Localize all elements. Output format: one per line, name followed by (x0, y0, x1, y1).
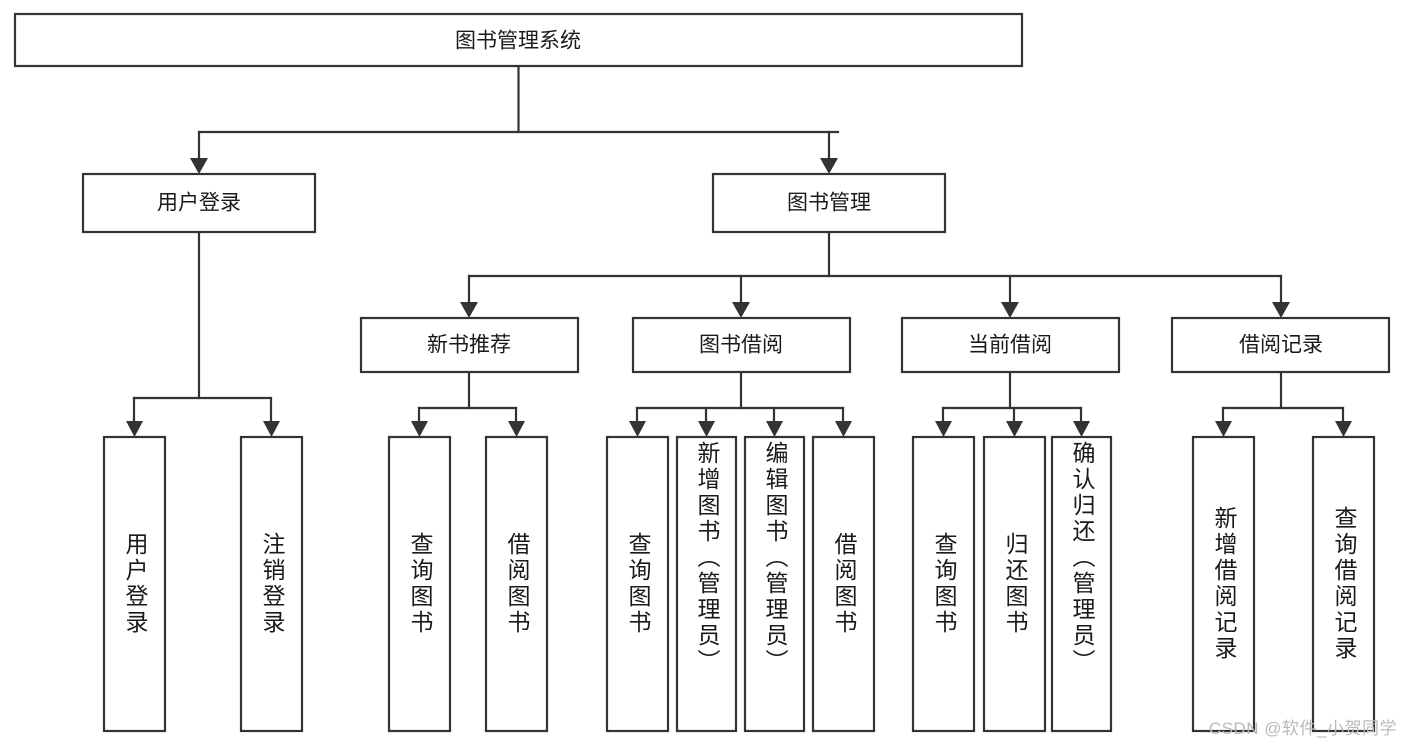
connector-group-records-to-leaves (1215, 370, 1352, 437)
connector-group-root-to-level2 (190, 64, 840, 174)
arrow-head-leaf-confirm-return-admin (1073, 421, 1090, 437)
arrow-head-leaf-borrow-book-recommend (508, 421, 525, 437)
arrow-head-leaf-edit-book-admin (766, 421, 783, 437)
arrow-head-current-borrow (1001, 302, 1019, 318)
node-leaf-query-book-current-box[interactable] (911, 435, 976, 733)
arrow-head-leaf-query-book-recommend (411, 421, 428, 437)
node-leaf-user-login-box[interactable] (102, 435, 167, 733)
arrow-head-leaf-add-borrow-record (1215, 421, 1232, 437)
node-book-management-box[interactable] (711, 172, 947, 234)
node-book-borrow-box[interactable] (631, 316, 852, 374)
connector-group-userlogin-to-leaves (126, 230, 280, 437)
node-current-borrow-label: 当前借阅 (968, 334, 1052, 357)
node-borrow-records-label: 借阅记录 (1239, 334, 1323, 357)
node-book-borrow-label: 图书借阅 (699, 334, 783, 357)
node-book-borrow[interactable]: 图书借阅 (631, 316, 852, 374)
arrow-head-book-management (820, 158, 838, 174)
node-root-label: 图书管理系统 (455, 30, 581, 53)
node-root-box[interactable] (13, 12, 1024, 68)
node-leaf-add-book-admin-box[interactable] (675, 435, 738, 733)
node-leaf-query-borrow-record-box[interactable] (1311, 435, 1376, 733)
arrow-head-leaf-query-book-borrow (629, 421, 646, 437)
node-leaf-borrow-book-box[interactable] (811, 435, 876, 733)
node-root[interactable]: 图书管理系统 (13, 12, 1024, 68)
node-current-borrow[interactable]: 当前借阅 (900, 316, 1121, 374)
connector-group-recommend-to-leaves (411, 370, 525, 437)
node-leaf-return-book-box[interactable] (982, 435, 1047, 733)
arrow-head-user-login (190, 158, 208, 174)
node-user-login[interactable]: 用户登录 (81, 172, 317, 234)
arrow-head-leaf-user-logout (263, 421, 280, 437)
node-leaf-query-book-borrow-box[interactable] (605, 435, 670, 733)
node-new-book-recommend-label: 新书推荐 (427, 334, 511, 357)
node-user-login-box[interactable] (81, 172, 317, 234)
node-borrow-records[interactable]: 借阅记录 (1170, 316, 1391, 374)
arrow-head-new-book-recommend (460, 302, 478, 318)
connector-group-current-to-leaves (935, 370, 1090, 437)
arrow-head-leaf-user-login (126, 421, 143, 437)
node-leaf-confirm-return-admin-box[interactable] (1050, 435, 1113, 733)
arrow-head-leaf-return-book (1006, 421, 1023, 437)
node-leaf-add-borrow-record-box[interactable] (1191, 435, 1256, 733)
arrow-head-book-borrow (732, 302, 750, 318)
node-user-login-label: 用户登录 (157, 192, 241, 215)
node-book-management[interactable]: 图书管理 (711, 172, 947, 234)
connector-group-borrow-to-leaves (629, 370, 852, 437)
arrow-head-leaf-borrow-book (835, 421, 852, 437)
connector-group-bookmgmt-to-level3 (460, 230, 1290, 318)
node-leaf-query-book-recommend-box[interactable] (387, 435, 452, 733)
arrow-head-leaf-add-book-admin (698, 421, 715, 437)
arrow-head-leaf-query-book-current (935, 421, 952, 437)
node-borrow-records-box[interactable] (1170, 316, 1391, 374)
arrow-head-borrow-records (1272, 302, 1290, 318)
node-new-book-recommend-box[interactable] (359, 316, 580, 374)
arrow-head-leaf-query-borrow-record (1335, 421, 1352, 437)
node-book-management-label: 图书管理 (787, 192, 871, 215)
node-leaf-user-logout-box[interactable] (239, 435, 304, 733)
node-leaf-borrow-book-recommend-box[interactable] (484, 435, 549, 733)
node-new-book-recommend[interactable]: 新书推荐 (359, 316, 580, 374)
node-current-borrow-box[interactable] (900, 316, 1121, 374)
node-leaf-edit-book-admin-box[interactable] (743, 435, 806, 733)
watermark-text: CSDN @软件_小贺同学 (1208, 719, 1397, 738)
